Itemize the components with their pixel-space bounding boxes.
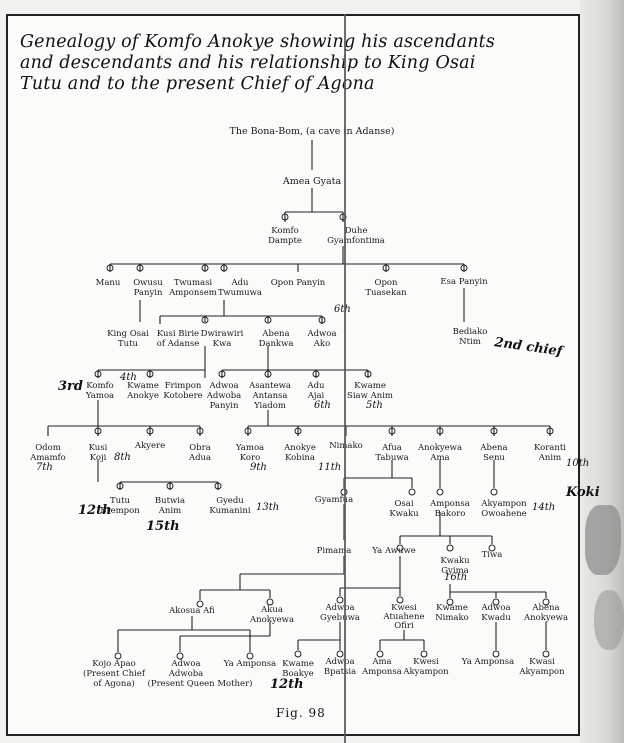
annotation-14th: 14th [532, 502, 555, 513]
node-ya-amponsa-2: Ya Amponsa [461, 657, 514, 667]
gender-symbols [94, 213, 554, 660]
annotation-10th: 10th [566, 458, 589, 469]
annotation-4th: 4th [119, 372, 137, 383]
node-ya-awuwe: Ya Awuwe [371, 546, 416, 556]
node-akyere: Akyere [134, 441, 165, 451]
title-line: Genealogy of Komfo Anokye showing his as… [20, 32, 496, 52]
annotation-13th: 13th [256, 502, 279, 513]
node-nimako: Nimako [329, 441, 363, 451]
connector-lines [47, 140, 551, 652]
annotation-3rd: 3rd [58, 379, 83, 394]
diagram-title: Genealogy of Komfo Anokye showing his as… [20, 32, 560, 95]
annotation-6th-a: 6th [314, 400, 331, 411]
node-amea: Amea Gyata [282, 176, 342, 187]
annotation-7th: 7th [36, 462, 53, 473]
annotation-8th: 8th [114, 452, 131, 463]
annotation-koki: Koki [565, 485, 600, 500]
scan-stain [594, 590, 624, 650]
node-akosua-afi: Akosua Afi [168, 606, 215, 616]
figure-caption: Fig. 98 [276, 706, 326, 720]
annotation-12th-b: 12th [270, 677, 304, 692]
annotation-9th: 9th [250, 462, 267, 473]
node-opon-panyin: Opon Panyin [271, 278, 326, 288]
title-line: and descendants and his relationship to … [20, 53, 476, 73]
node-ya-amponsa-1: Ya Amponsa [223, 659, 276, 669]
title-line: Tutu and to the present Chief of Agona [20, 74, 375, 94]
person-labels: The Bona-Bom, (a cave in Adanse) Amea Gy… [29, 126, 568, 689]
annotation-5th: 5th [366, 400, 383, 411]
node-esa-panyin: Esa Panyin [440, 277, 488, 287]
paper-sheet [6, 14, 580, 736]
node-gyamfua: Gyamfua [315, 495, 353, 505]
scan-stain [585, 505, 621, 575]
scan-fold-line [344, 14, 346, 743]
annotation-6th-b: 6th [334, 304, 351, 315]
node-tiwa: Tiwa [482, 550, 503, 560]
annotation-16th: 16th [444, 572, 467, 583]
annotation-11th: 11th [318, 462, 341, 473]
node-manu: Manu [96, 278, 121, 288]
annotation-2nd-chief: 2nd chief [492, 335, 565, 360]
node-pimama: Pimama [317, 546, 352, 556]
node-root: The Bona-Bom, (a cave in Adanse) [229, 126, 394, 137]
annotation-15th: 15th [146, 519, 180, 534]
annotation-12th: 12th [78, 503, 112, 518]
